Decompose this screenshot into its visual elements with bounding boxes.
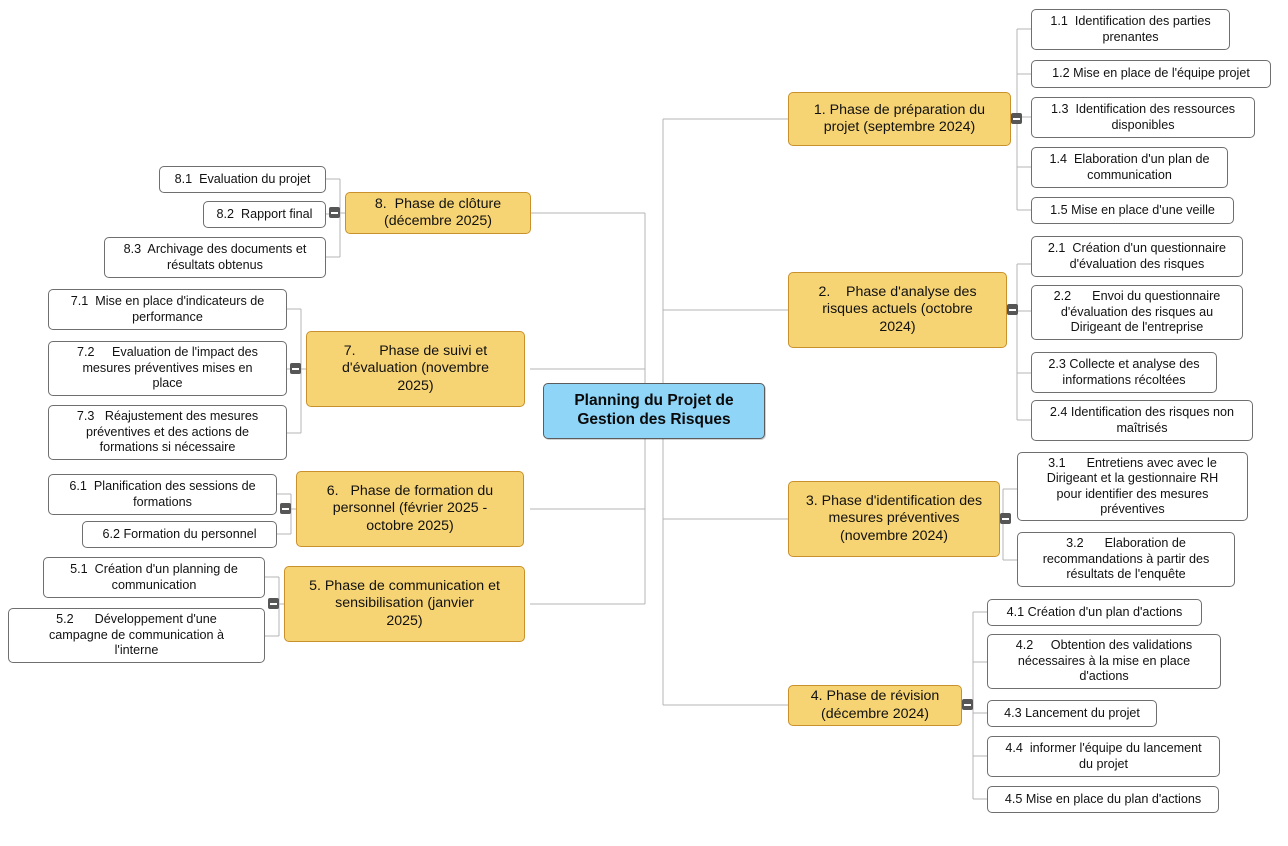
leaf-node-4-3[interactable]: 4.3 Lancement du projet xyxy=(987,700,1157,727)
collapse-toggle-phase-4[interactable] xyxy=(962,699,973,710)
root-node[interactable]: Planning du Projet de Gestion des Risque… xyxy=(543,383,765,439)
leaf-node-3-1[interactable]: 3.1 Entretiens avec avec le Dirigeant et… xyxy=(1017,452,1248,521)
leaf-node-2-2[interactable]: 2.2 Envoi du questionnaire d'évaluation … xyxy=(1031,285,1243,340)
phase-node-3[interactable]: 3. Phase d'identification des mesures pr… xyxy=(788,481,1000,557)
leaf-node-3-2[interactable]: 3.2 Elaboration de recommandations à par… xyxy=(1017,532,1235,587)
leaf-node-4-4[interactable]: 4.4 informer l'équipe du lancement du pr… xyxy=(987,736,1220,777)
leaf-node-1-2[interactable]: 1.2 Mise en place de l'équipe projet xyxy=(1031,60,1271,88)
leaf-node-5-1[interactable]: 5.1 Création d'un planning de communicat… xyxy=(43,557,265,598)
leaf-node-1-3[interactable]: 1.3 Identification des ressources dispon… xyxy=(1031,97,1255,138)
leaf-node-4-5[interactable]: 4.5 Mise en place du plan d'actions xyxy=(987,786,1219,813)
leaf-node-1-1[interactable]: 1.1 Identification des parties prenantes xyxy=(1031,9,1230,50)
phase-node-1[interactable]: 1. Phase de préparation du projet (septe… xyxy=(788,92,1011,146)
collapse-toggle-phase-3[interactable] xyxy=(1000,513,1011,524)
leaf-node-8-2[interactable]: 8.2 Rapport final xyxy=(203,201,326,228)
phase-node-6[interactable]: 6. Phase de formation du personnel (févr… xyxy=(296,471,524,547)
phase-node-8[interactable]: 8. Phase de clôture (décembre 2025) xyxy=(345,192,531,234)
collapse-toggle-phase-8[interactable] xyxy=(329,207,340,218)
collapse-toggle-phase-7[interactable] xyxy=(290,363,301,374)
leaf-node-4-2[interactable]: 4.2 Obtention des validations nécessaire… xyxy=(987,634,1221,689)
leaf-node-6-2[interactable]: 6.2 Formation du personnel xyxy=(82,521,277,548)
phase-node-5[interactable]: 5. Phase de communication et sensibilisa… xyxy=(284,566,525,642)
collapse-toggle-phase-5[interactable] xyxy=(268,598,279,609)
leaf-node-4-1[interactable]: 4.1 Création d'un plan d'actions xyxy=(987,599,1202,626)
collapse-toggle-phase-1[interactable] xyxy=(1011,113,1022,124)
collapse-toggle-phase-2[interactable] xyxy=(1007,304,1018,315)
leaf-node-5-2[interactable]: 5.2 Développement d'une campagne de comm… xyxy=(8,608,265,663)
phase-node-7[interactable]: 7. Phase de suivi et d'évaluation (novem… xyxy=(306,331,525,407)
leaf-node-6-1[interactable]: 6.1 Planification des sessions de format… xyxy=(48,474,277,515)
leaf-node-8-1[interactable]: 8.1 Evaluation du projet xyxy=(159,166,326,193)
leaf-node-7-1[interactable]: 7.1 Mise en place d'indicateurs de perfo… xyxy=(48,289,287,330)
leaf-node-7-2[interactable]: 7.2 Evaluation de l'impact des mesures p… xyxy=(48,341,287,396)
leaf-node-2-4[interactable]: 2.4 Identification des risques non maîtr… xyxy=(1031,400,1253,441)
leaf-node-1-5[interactable]: 1.5 Mise en place d'une veille xyxy=(1031,197,1234,224)
leaf-node-2-3[interactable]: 2.3 Collecte et analyse des informations… xyxy=(1031,352,1217,393)
phase-node-4[interactable]: 4. Phase de révision (décembre 2024) xyxy=(788,685,962,726)
leaf-node-1-4[interactable]: 1.4 Elaboration d'un plan de communicati… xyxy=(1031,147,1228,188)
phase-node-2[interactable]: 2. Phase d'analyse des risques actuels (… xyxy=(788,272,1007,348)
collapse-toggle-phase-6[interactable] xyxy=(280,503,291,514)
leaf-node-2-1[interactable]: 2.1 Création d'un questionnaire d'évalua… xyxy=(1031,236,1243,277)
leaf-node-8-3[interactable]: 8.3 Archivage des documents et résultats… xyxy=(104,237,326,278)
leaf-node-7-3[interactable]: 7.3 Réajustement des mesures préventives… xyxy=(48,405,287,460)
